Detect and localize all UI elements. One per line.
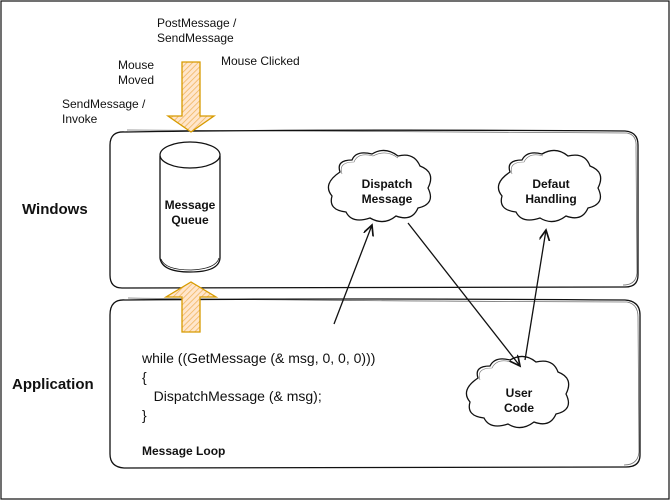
input-arrow-down <box>165 61 217 133</box>
default-handling-cloud <box>497 149 602 223</box>
mouse-clicked-label: Mouse Clicked <box>221 54 300 68</box>
code-line: } <box>142 407 147 423</box>
dispatch-cloud <box>327 149 432 223</box>
post-send-message-label: PostMessage / SendMessage <box>157 16 237 45</box>
dispatch-to-usercode-arrow <box>407 222 520 366</box>
retrieve-arrow-up <box>163 281 219 333</box>
message-loop-code: while ((GetMessage (& msg, 0, 0, 0))) { … <box>142 349 375 425</box>
message-queue-label: Message Queue <box>164 198 216 227</box>
send-invoke-label: SendMessage / Invoke <box>62 97 146 126</box>
user-code-label: User Code <box>504 386 534 415</box>
message-loop-label: Message Loop <box>142 444 226 458</box>
code-line: DispatchMessage (& msg); <box>142 388 322 404</box>
user-code-cloud <box>465 355 570 429</box>
message-queue-cylinder <box>159 141 221 273</box>
loop-to-dispatch-arrow <box>333 225 372 325</box>
dispatch-message-label: Dispatch Message <box>361 177 413 206</box>
windows-label: Windows <box>22 201 88 218</box>
application-label: Application <box>12 376 94 393</box>
windows-box <box>109 129 639 289</box>
application-box <box>109 298 641 469</box>
usercode-to-default-arrow <box>524 230 546 361</box>
mouse-moved-label: Mouse Moved <box>118 58 155 87</box>
code-line: { <box>142 369 147 385</box>
default-handling-label: Defaut Handling <box>525 177 577 206</box>
code-line: while ((GetMessage (& msg, 0, 0, 0))) <box>142 350 376 366</box>
